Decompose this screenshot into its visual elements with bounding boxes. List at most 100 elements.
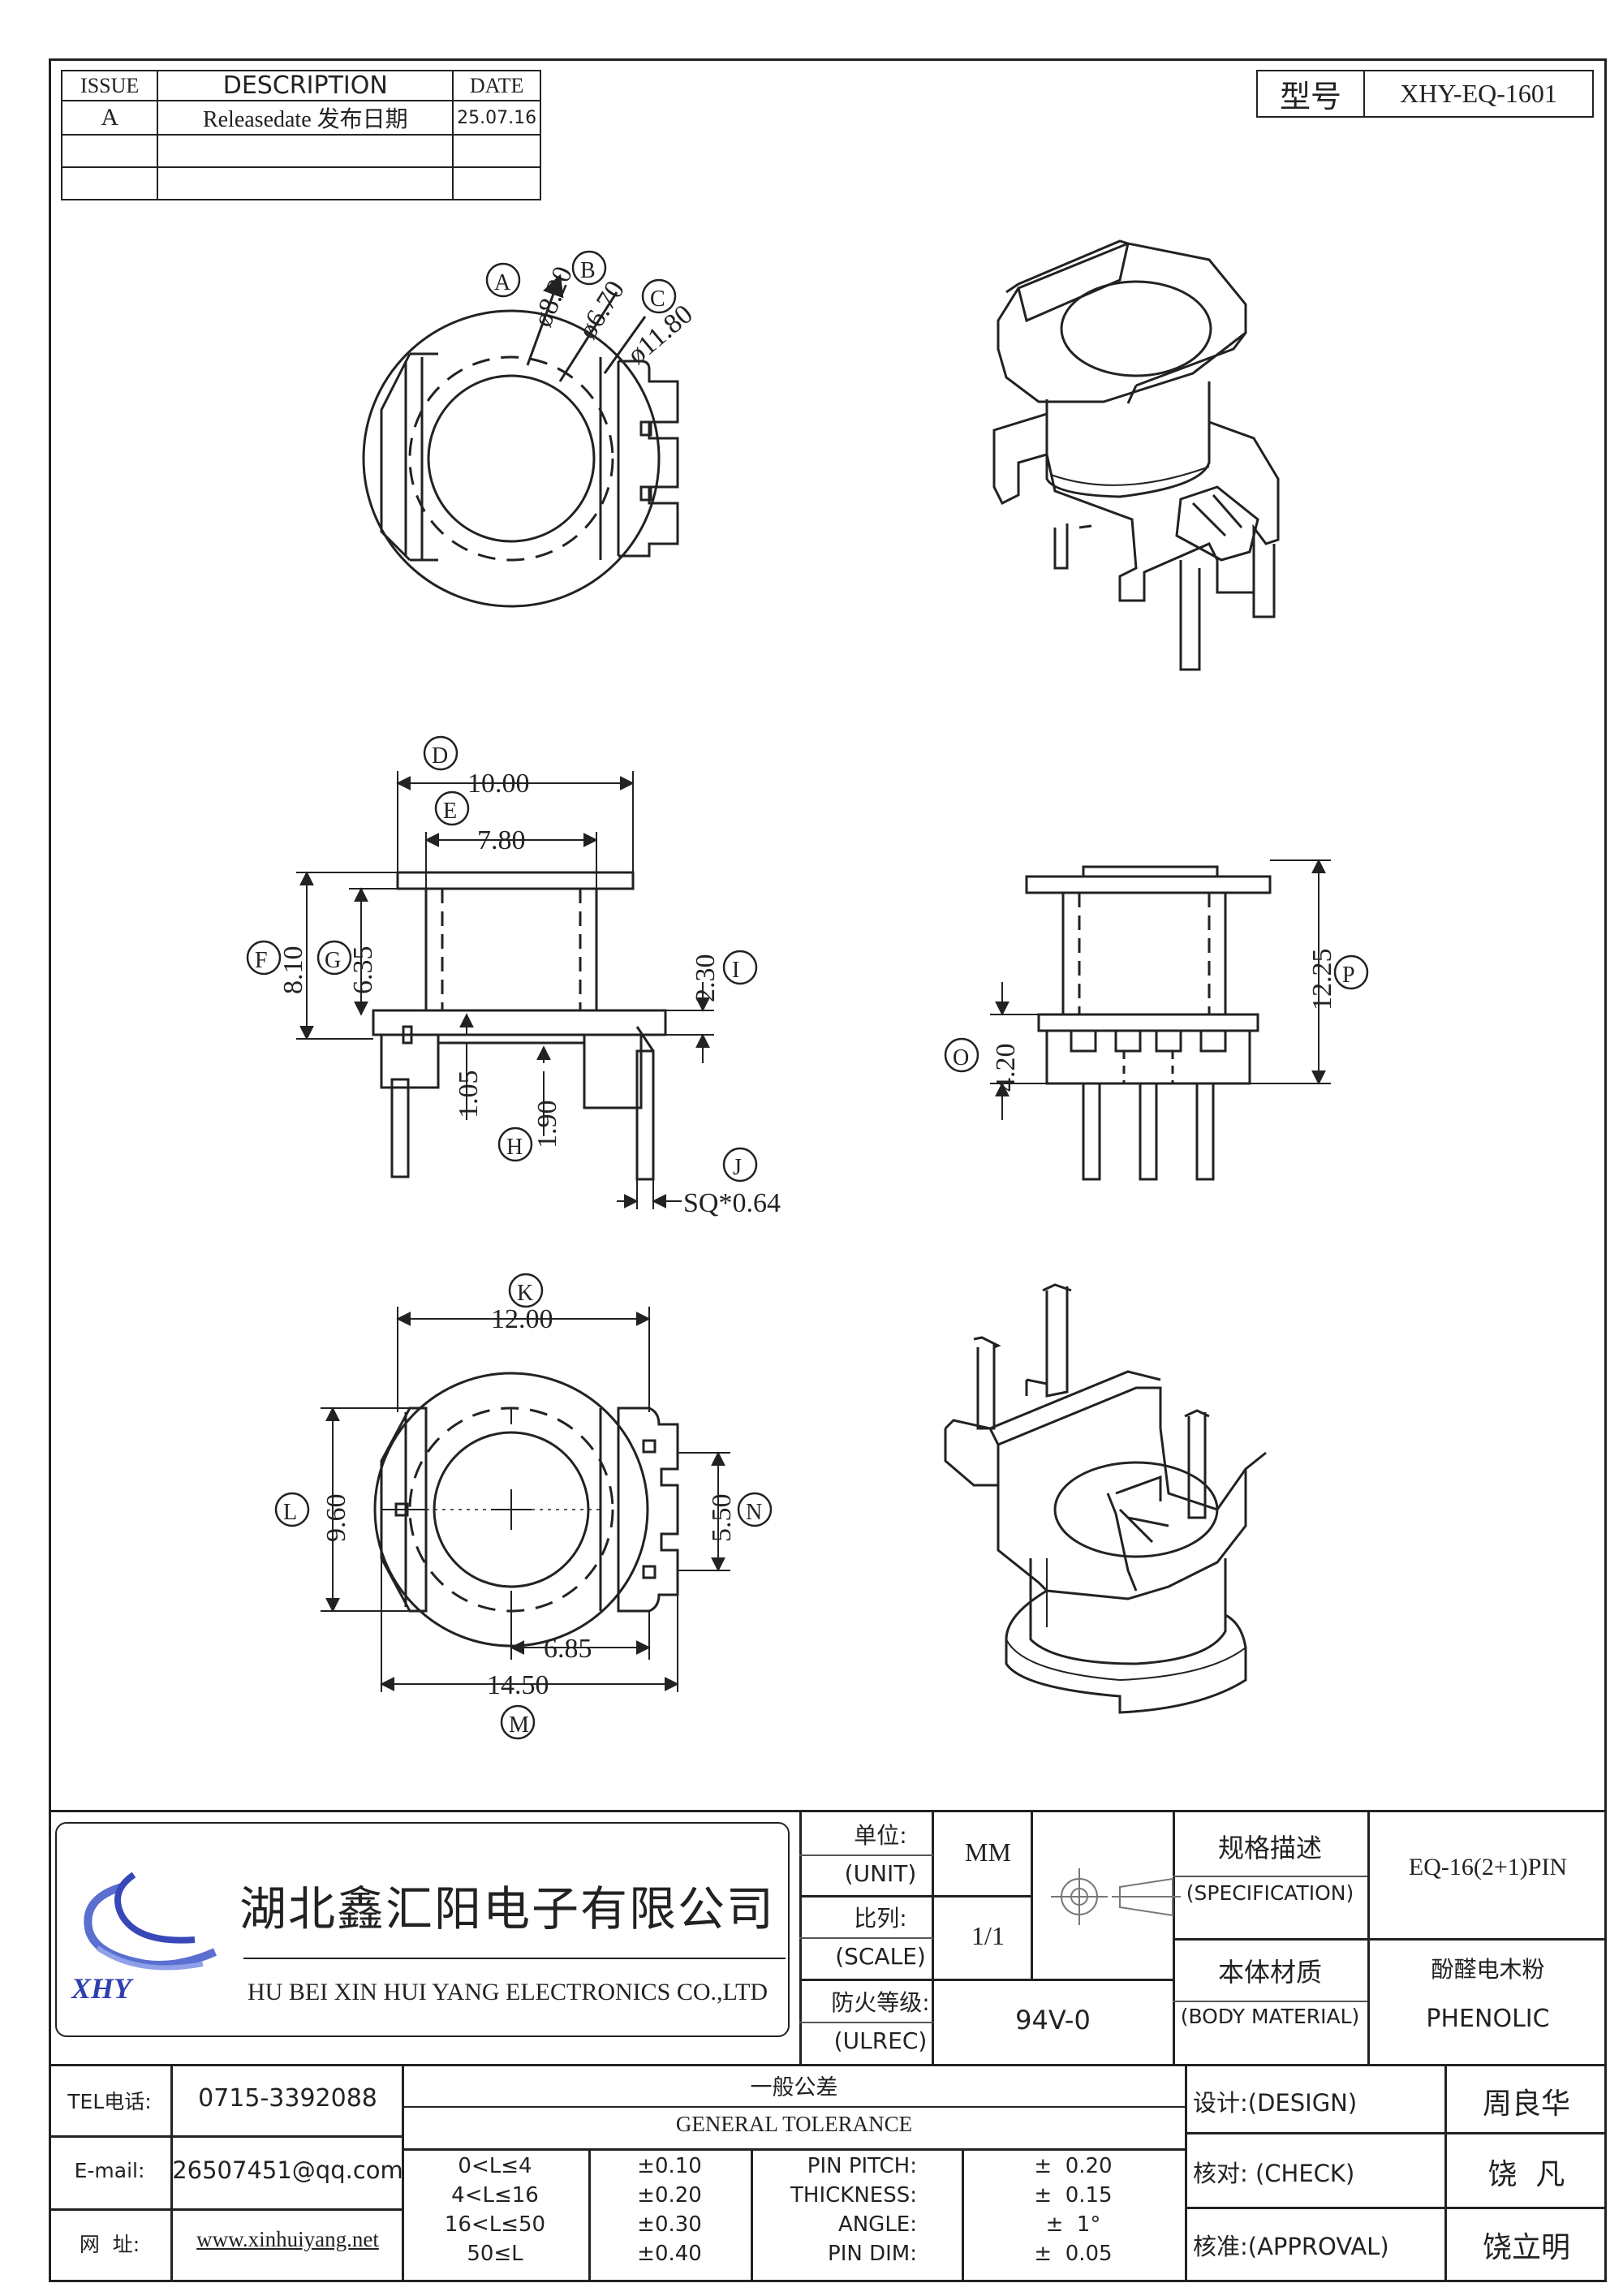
unit-label-cn: 单位: [854,1822,907,1849]
designer-name: 周良华 [1482,2087,1570,2121]
isometric-top-view [992,239,1280,671]
other-name-cell: PIN DIM: [828,2242,917,2266]
company-name-en: HU BEI XIN HUI YANG ELECTRONICS CO.,LTD [248,1979,768,2005]
title-block-top-line [49,1810,1607,1812]
top-view-labels [485,250,677,314]
bottom-view-labels [274,1273,773,1740]
scale-value: 1/1 [971,1921,1005,1950]
material-label-cn: 本体材质 [1217,1957,1322,1988]
spec-label-en: (SPECIFICATION) [1186,1881,1354,1905]
company-box [55,1822,790,2037]
other-tol-cell: ± 0.05 [1034,2242,1113,2266]
dim-l-value: 9.60 [321,1494,351,1543]
dim-n-value: 5.50 [707,1494,737,1543]
date-cell [452,134,541,168]
material-value-cn: 酚醛电木粉 [1431,1956,1545,1983]
dim-685-value: 6.85 [544,1634,592,1664]
company-name-cn: 湖北鑫汇阳电子有限公司 [239,1881,776,1936]
date-cell: 25.07.16 [452,100,541,136]
label-p: P [1342,963,1355,988]
dim-e-value: 7.80 [477,825,526,855]
tolerance-title-cn: 一般公差 [750,2075,838,2100]
dim-h-value: 1.90 [532,1101,562,1149]
email-value: 26507451@qq.com [172,2156,403,2184]
website-link[interactable]: www.xinhuiyang.net [196,2227,379,2251]
issue-cell [60,134,159,168]
dim-b-value: ø6.70 [572,276,631,344]
bottom-view-dims [321,1307,730,1692]
front-view-labels [246,735,758,1182]
scale-label-en: (SCALE) [835,1943,926,1970]
label-j: J [733,1155,742,1180]
tel-value: 0715-3392088 [198,2084,377,2113]
description-cell [157,166,454,200]
front-view-dims [296,771,714,1209]
dim-g-value: 6.35 [348,946,378,995]
spec-grid [799,1812,1607,2064]
check-label: 核对: (CHECK) [1193,2160,1355,2187]
range-tol-cell: ±0.30 [637,2212,702,2237]
drawing-frame [49,58,1607,2282]
material-label-en: (BODY MATERIAL) [1180,2005,1360,2028]
label-e: E [443,799,457,824]
tel-label: TEL电话: [67,2090,152,2113]
label-i: I [732,958,739,983]
label-l: L [283,1500,297,1525]
other-tol-cell: ± 1° [1045,2212,1101,2237]
bottom-view [373,1372,679,1648]
front-view [372,871,667,1181]
label-c: C [650,286,665,312]
label-b: B [580,258,596,283]
other-name-cell: PIN PITCH: [807,2154,917,2178]
dim-105-value: 1.05 [454,1070,484,1119]
label-o: O [953,1045,969,1070]
dim-o-value: 4.20 [991,1044,1021,1092]
label-m: M [509,1712,529,1738]
spec-value: EQ-16(2+1)PIN [1408,1854,1568,1880]
dim-k-value: 12.00 [491,1304,553,1334]
tolerance-title-en: GENERAL TOLERANCE [675,2112,913,2136]
ul-label-en: (ULREC) [833,2027,928,2054]
isometric-bottom-view [944,1283,1267,1714]
range-tol-cell: ±0.40 [637,2242,702,2266]
scale-label-cn: 比列: [854,1905,907,1932]
revision-table: ISSUE DESCRIPTION DATE A Releasedate 发布日… [60,70,541,200]
date-header: DATE [452,70,541,101]
logo-text: XHY [71,1972,134,2005]
model-label: 型号 [1256,70,1365,118]
other-tol-cell: ± 0.15 [1034,2183,1113,2208]
top-view [362,274,679,608]
range-cell: 0<L≤4 [458,2154,532,2178]
other-name-cell: THICKNESS: [790,2183,917,2208]
issue-cell: A [60,100,159,136]
side-view-dims [990,859,1331,1120]
range-tol-cell: ±0.10 [637,2154,702,2178]
model-number: XHY-EQ-1601 [1363,70,1594,118]
technical-drawing: A B C ø8.20 ø6.70 ø11.80 D E 10.00 7.80 … [246,239,1369,1740]
projection-symbol-icon [1051,1868,1181,1925]
unit-label-en: (UNIT) [844,1860,917,1887]
dim-d-value: 10.00 [467,769,530,799]
description-cell: Releasedate 发布日期 [157,100,454,136]
spec-label-cn: 规格描述 [1217,1833,1322,1863]
approval-label: 核准:(APPROVAL) [1193,2233,1389,2260]
dim-j-value: SQ*0.64 [683,1188,781,1218]
label-g: G [325,948,341,973]
label-a: A [494,270,511,295]
other-tol-cell: ± 0.20 [1034,2154,1113,2178]
date-cell [452,166,541,200]
range-tol-cell: ±0.20 [637,2183,702,2208]
range-cell: 16<L≤50 [444,2212,546,2237]
range-cell: 50≤L [467,2242,523,2266]
issue-header: ISSUE [60,70,159,101]
label-f: F [255,948,268,973]
dim-a-value: ø8.20 [527,262,579,331]
email-label: E-mail: [74,2159,145,2182]
dim-f-value: 8.10 [278,946,308,995]
design-label: 设计:(DESIGN) [1193,2089,1358,2117]
web-label: 网 址: [79,2233,140,2256]
description-header: DESCRIPTION [157,70,454,101]
approver-name: 饶立明 [1482,2231,1570,2264]
label-h: H [506,1135,523,1160]
label-d: D [432,743,448,769]
